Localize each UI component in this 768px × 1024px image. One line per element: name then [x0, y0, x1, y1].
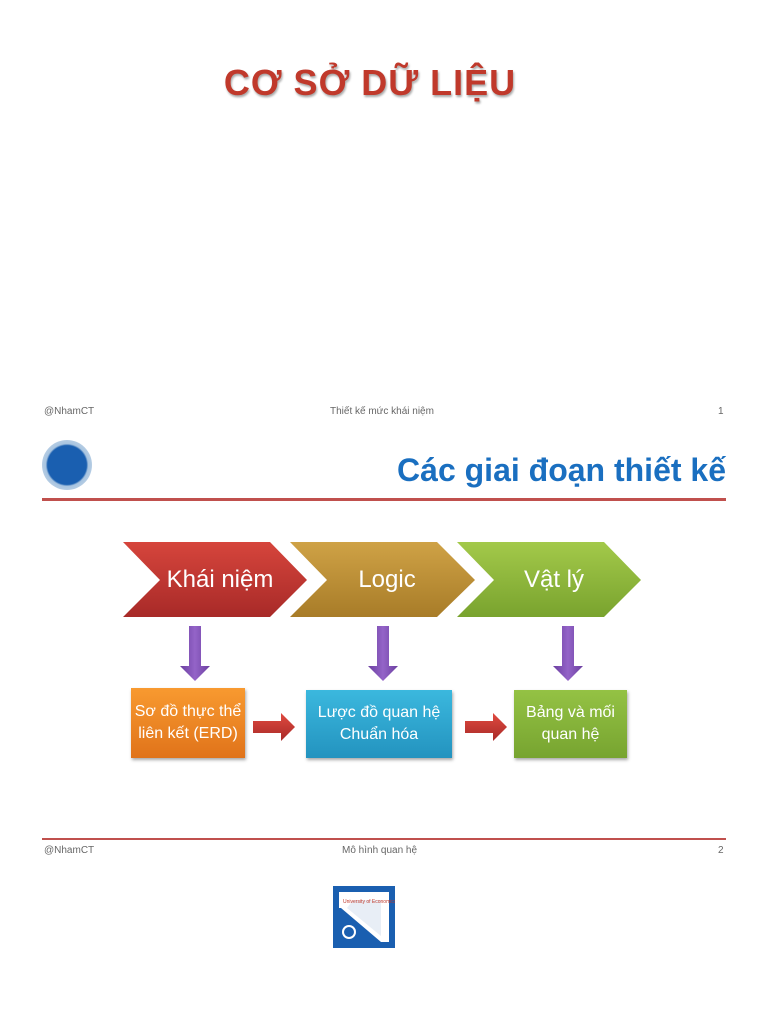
university-logo-icon	[42, 440, 92, 490]
slide2-footer-title: Mô hình quan hệ	[342, 845, 418, 856]
slide2-title: Các giai đoạn thiết kế	[397, 452, 726, 488]
right-arrow-icon	[253, 713, 295, 741]
down-arrow-icon	[553, 626, 583, 681]
university-of-economics-logo: University of Economics	[333, 886, 395, 948]
down-arrow-icon	[180, 626, 210, 681]
phase-label-logical: Logic	[358, 566, 416, 593]
slide1-page-number: 1	[718, 406, 724, 417]
down-arrow-icon	[368, 626, 398, 681]
svg-text:University of Economics: University of Economics	[343, 899, 395, 905]
box-tables: Bảng và mối quan hệ	[514, 690, 627, 758]
box-erd: Sơ đồ thực thể liên kết (ERD)	[131, 688, 245, 758]
phase-chevron-2	[290, 542, 475, 617]
slide1-footer-title: Thiết kế mức khái niệm	[330, 406, 434, 417]
right-arrow-icon	[465, 713, 507, 741]
slide2-page-number: 2	[718, 845, 724, 856]
phase-chevron-1	[123, 542, 307, 617]
slide1-title: CƠ SỞ DỮ LIỆU	[223, 62, 517, 103]
slide1-footer-author: @NhamCT	[44, 406, 95, 417]
footer-divider	[42, 838, 726, 840]
phase-chevron-3	[457, 542, 641, 617]
box-relational-schema: Lược đồ quan hệ Chuẩn hóa	[306, 690, 452, 758]
phase-label-conceptual: Khái niệm	[166, 566, 274, 593]
phase-label-physical: Vật lý	[523, 566, 585, 593]
slide2-footer-author: @NhamCT	[44, 845, 95, 856]
title-divider	[42, 498, 726, 501]
